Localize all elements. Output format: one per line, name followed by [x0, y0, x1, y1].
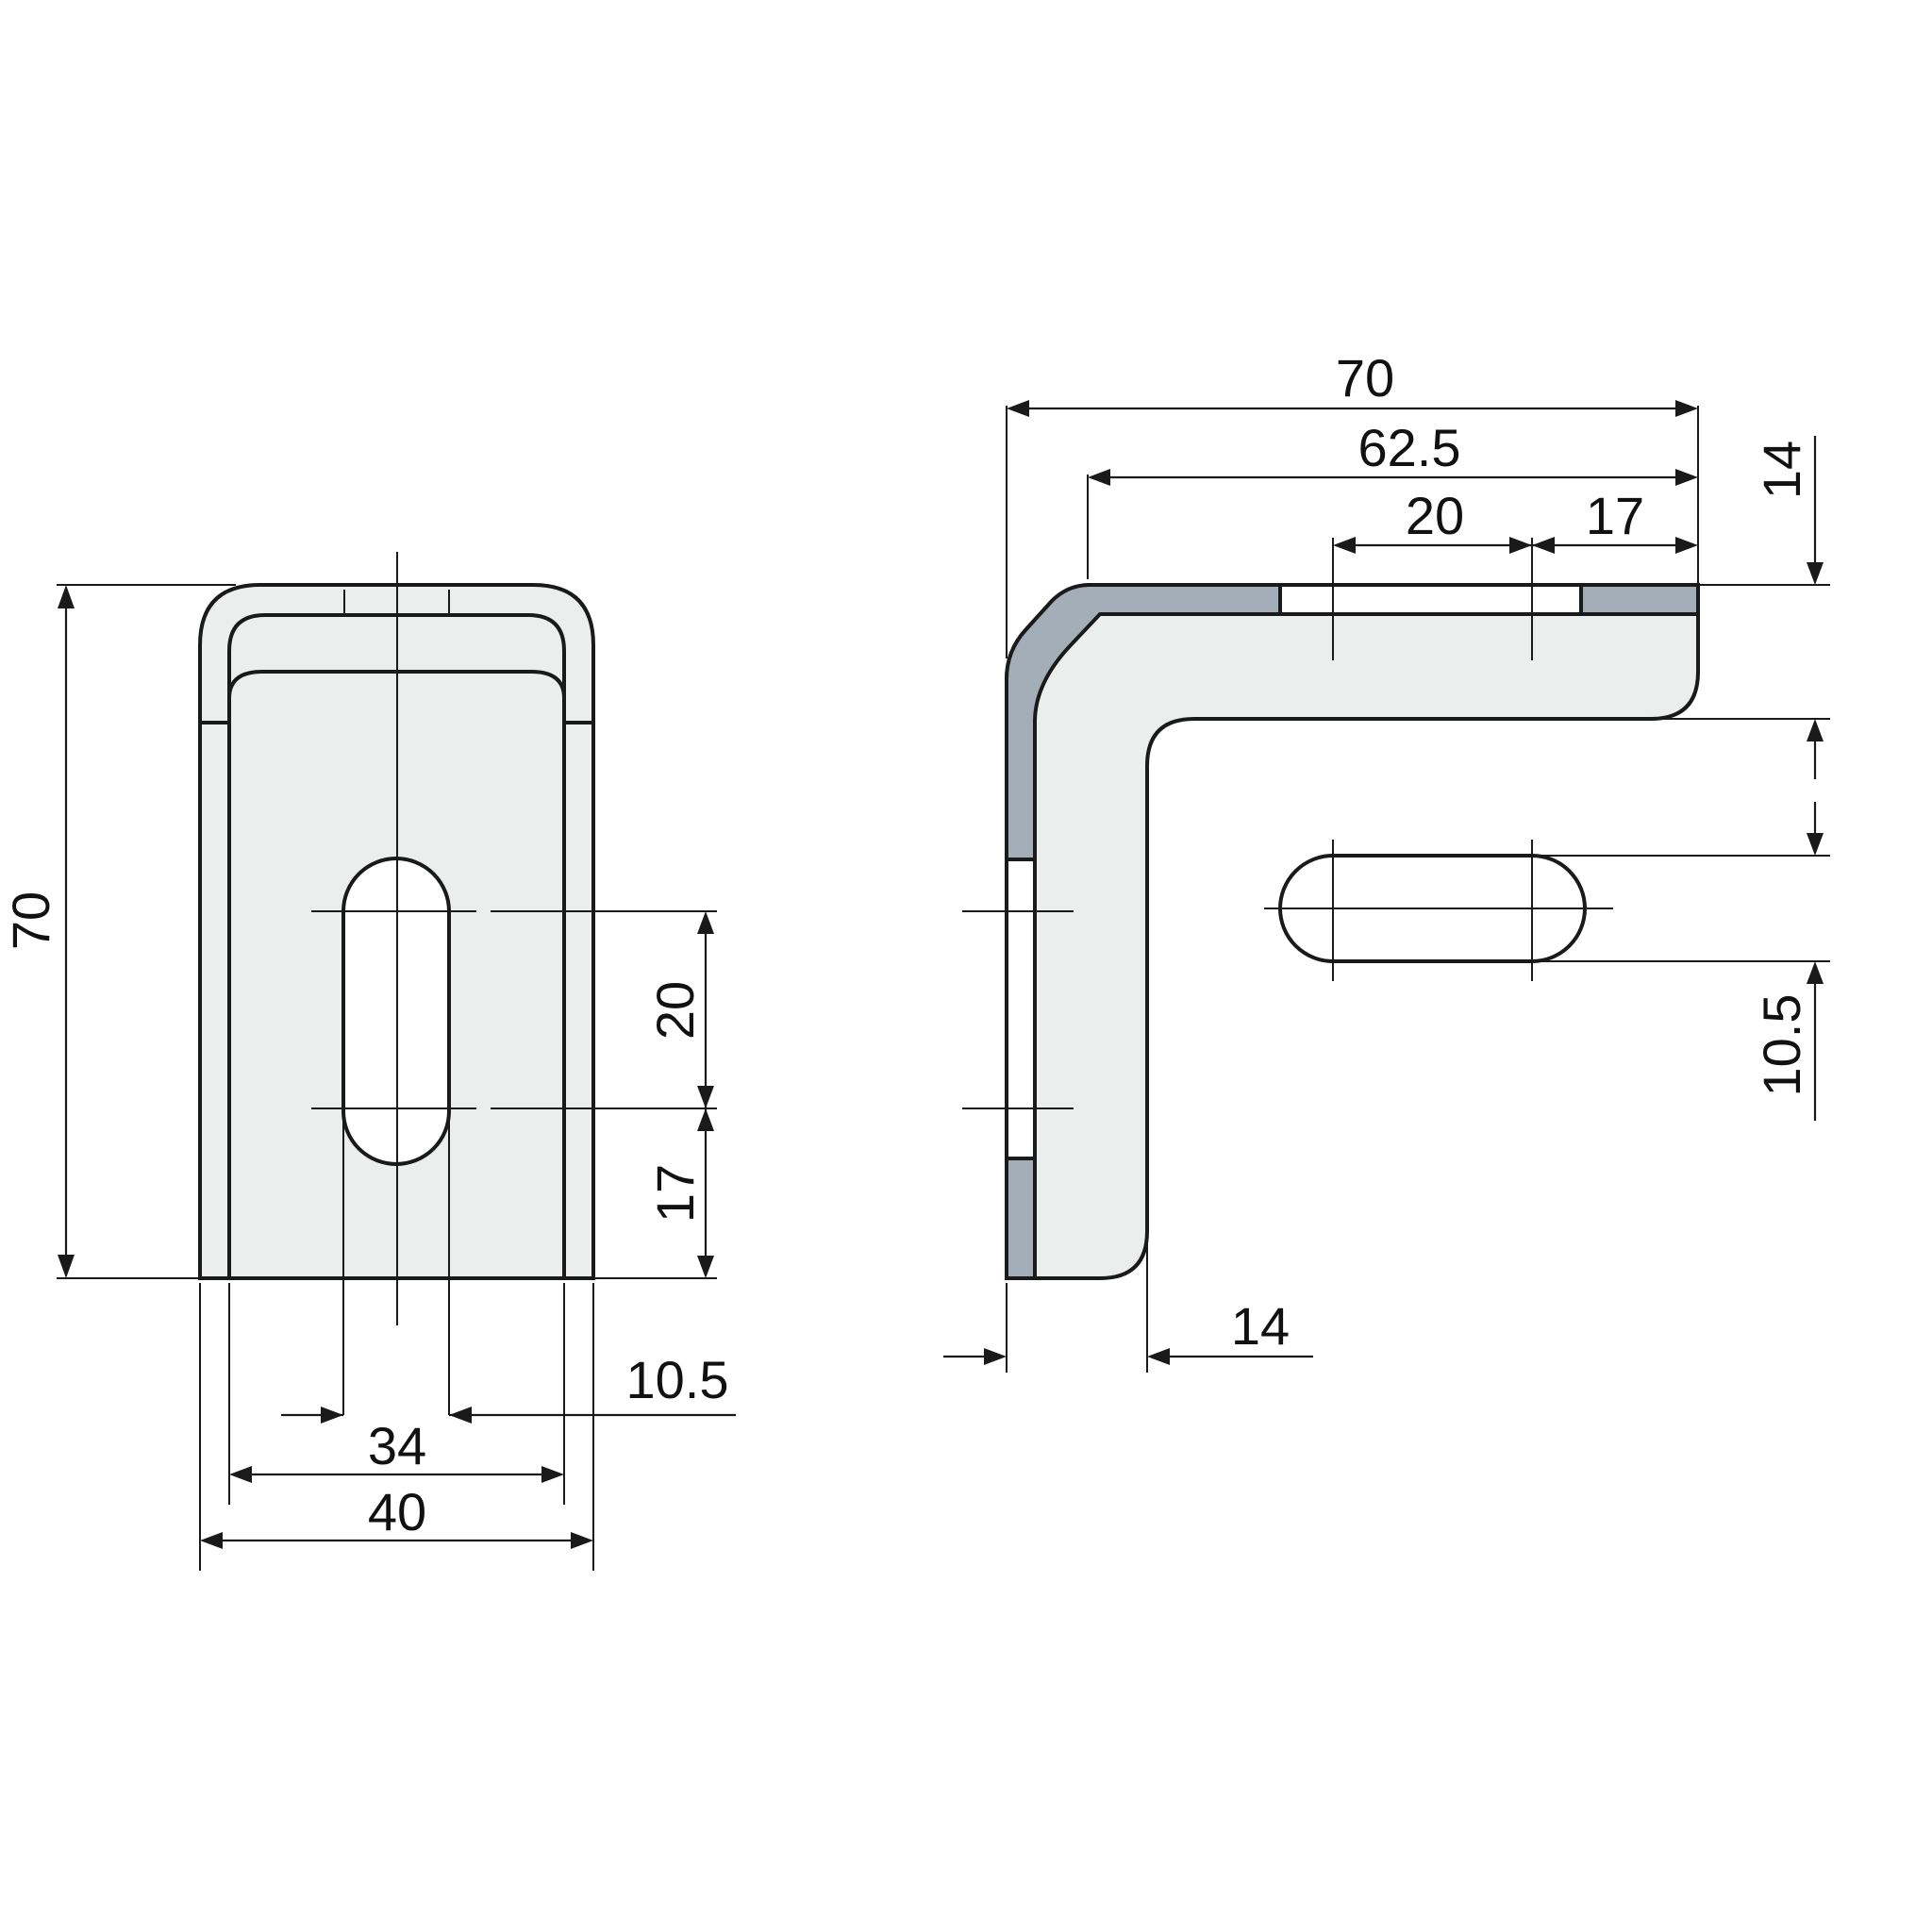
side-slot-offset-label: 17 [1586, 486, 1644, 545]
front-slot-width-arrow-left [321, 1407, 343, 1424]
front-height-arrow-top [58, 585, 75, 608]
front-height-arrow-bottom [58, 1255, 75, 1278]
front-slot-width-label: 10.5 [626, 1350, 729, 1409]
side-flange-arrow-left [1088, 469, 1110, 486]
side-leg-arrow-right [1147, 1348, 1170, 1365]
side-top-arrow-down [1807, 562, 1824, 585]
side-slot-length-label: 20 [1406, 486, 1464, 545]
side-slot-w-arrow-up [1807, 961, 1824, 984]
side-slot-width-label: 10.5 [1752, 994, 1811, 1097]
side-slot-arrow-right [1675, 537, 1698, 554]
front-slot-arrow-mid-down [697, 1108, 714, 1131]
front-slot-arrow-mid-up [697, 1086, 714, 1108]
front-outer-width-arrow-left [200, 1532, 223, 1549]
front-outer-width-arrow-right [571, 1532, 593, 1549]
side-flange-section-left [1005, 583, 1282, 861]
side-slot-w-arrow-down [1807, 833, 1824, 856]
side-overall-arrow-right [1675, 400, 1698, 417]
side-leg-section-bottom [1005, 1157, 1037, 1280]
front-slot-width-arrow-right [449, 1407, 472, 1424]
side-flange-slot-cut [1278, 583, 1583, 616]
side-leg-thickness-label: 14 [1231, 1296, 1290, 1356]
side-flange-label: 62.5 [1358, 418, 1461, 477]
front-outer-width-label: 40 [368, 1482, 426, 1541]
front-slot-offset-label: 17 [645, 1164, 705, 1223]
side-slot-arrow-left [1333, 537, 1356, 554]
side-slot-arrow-mid-right [1532, 537, 1555, 554]
front-height-label: 70 [1, 891, 60, 950]
front-slot-length-label: 20 [645, 981, 705, 1040]
front-inner-width-arrow-right [541, 1466, 564, 1483]
side-leg-arrow-left [984, 1348, 1007, 1365]
side-overall-arrow-left [1007, 400, 1029, 417]
front-view: 70 20 17 10.5 34 40 [1, 552, 736, 1571]
front-inner-width-arrow-left [229, 1466, 252, 1483]
side-flange-arrow-right [1675, 469, 1698, 486]
side-flange-section-right [1579, 583, 1700, 616]
front-slot-arrow-bottom [697, 1256, 714, 1278]
side-top-offset-label: 14 [1752, 441, 1811, 499]
front-slot-arrow-top [697, 911, 714, 934]
side-overall-label: 70 [1336, 348, 1394, 408]
front-inner-width-label: 34 [368, 1416, 426, 1475]
side-slot-arrow-mid-left [1509, 537, 1532, 554]
side-top-arrow-up [1807, 719, 1824, 741]
side-view: 70 62.5 20 17 14 10.5 [943, 348, 1830, 1373]
side-leg-slot-cut [1005, 858, 1037, 1160]
